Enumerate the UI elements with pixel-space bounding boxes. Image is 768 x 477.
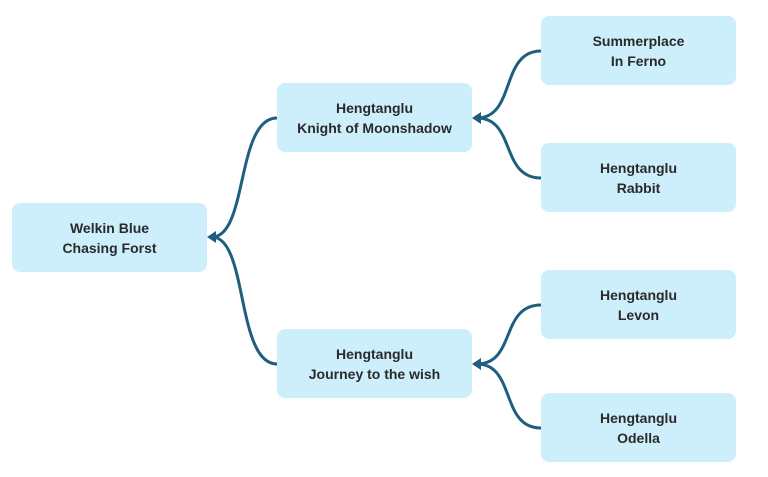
arrowhead-branch2 — [472, 358, 481, 370]
arrowhead-branch1 — [472, 112, 481, 124]
node-root-line2: Chasing Forst — [62, 239, 157, 256]
node-branch-1-line1: Hengtanglu — [336, 99, 413, 116]
connector-root-branch1 — [210, 116, 279, 239]
node-branch-2-line2: Journey to the wish — [308, 365, 441, 382]
node-branch-2-line1: Hengtanglu — [336, 345, 413, 362]
node-branch-1[interactable]: Hengtanglu Knight of Moonshadow — [277, 83, 472, 152]
node-leaf-2[interactable]: Hengtanglu Rabbit — [541, 143, 736, 212]
node-leaf-2-line2: Rabbit — [616, 179, 661, 196]
node-leaf-3-line1: Hengtanglu — [600, 286, 677, 303]
node-leaf-3[interactable]: Hengtanglu Levon — [541, 270, 736, 339]
node-leaf-4[interactable]: Hengtanglu Odella — [541, 393, 736, 462]
node-root[interactable]: Welkin Blue Chasing Forst — [12, 203, 207, 272]
connector-branch2-leaf3 — [475, 303, 543, 366]
node-leaf-1-line2: In Ferno — [610, 52, 667, 69]
node-root-line1: Welkin Blue — [69, 219, 150, 236]
connector-root-branch2 — [210, 235, 279, 366]
arrowhead-root — [207, 231, 216, 243]
node-leaf-1[interactable]: Summerplace In Ferno — [541, 16, 736, 85]
connector-branch1-leaf2 — [475, 116, 543, 180]
node-leaf-3-line2: Levon — [617, 306, 660, 323]
node-leaf-4-line2: Odella — [617, 429, 660, 446]
connector-branch1-leaf1 — [475, 49, 543, 120]
node-leaf-4-line1: Hengtanglu — [600, 409, 677, 426]
node-leaf-1-line1: Summerplace — [592, 32, 685, 49]
node-branch-1-line2: Knight of Moonshadow — [297, 119, 452, 136]
node-leaf-2-line1: Hengtanglu — [600, 159, 677, 176]
connector-branch2-leaf4 — [475, 362, 543, 430]
node-branch-2[interactable]: Hengtanglu Journey to the wish — [277, 329, 472, 398]
